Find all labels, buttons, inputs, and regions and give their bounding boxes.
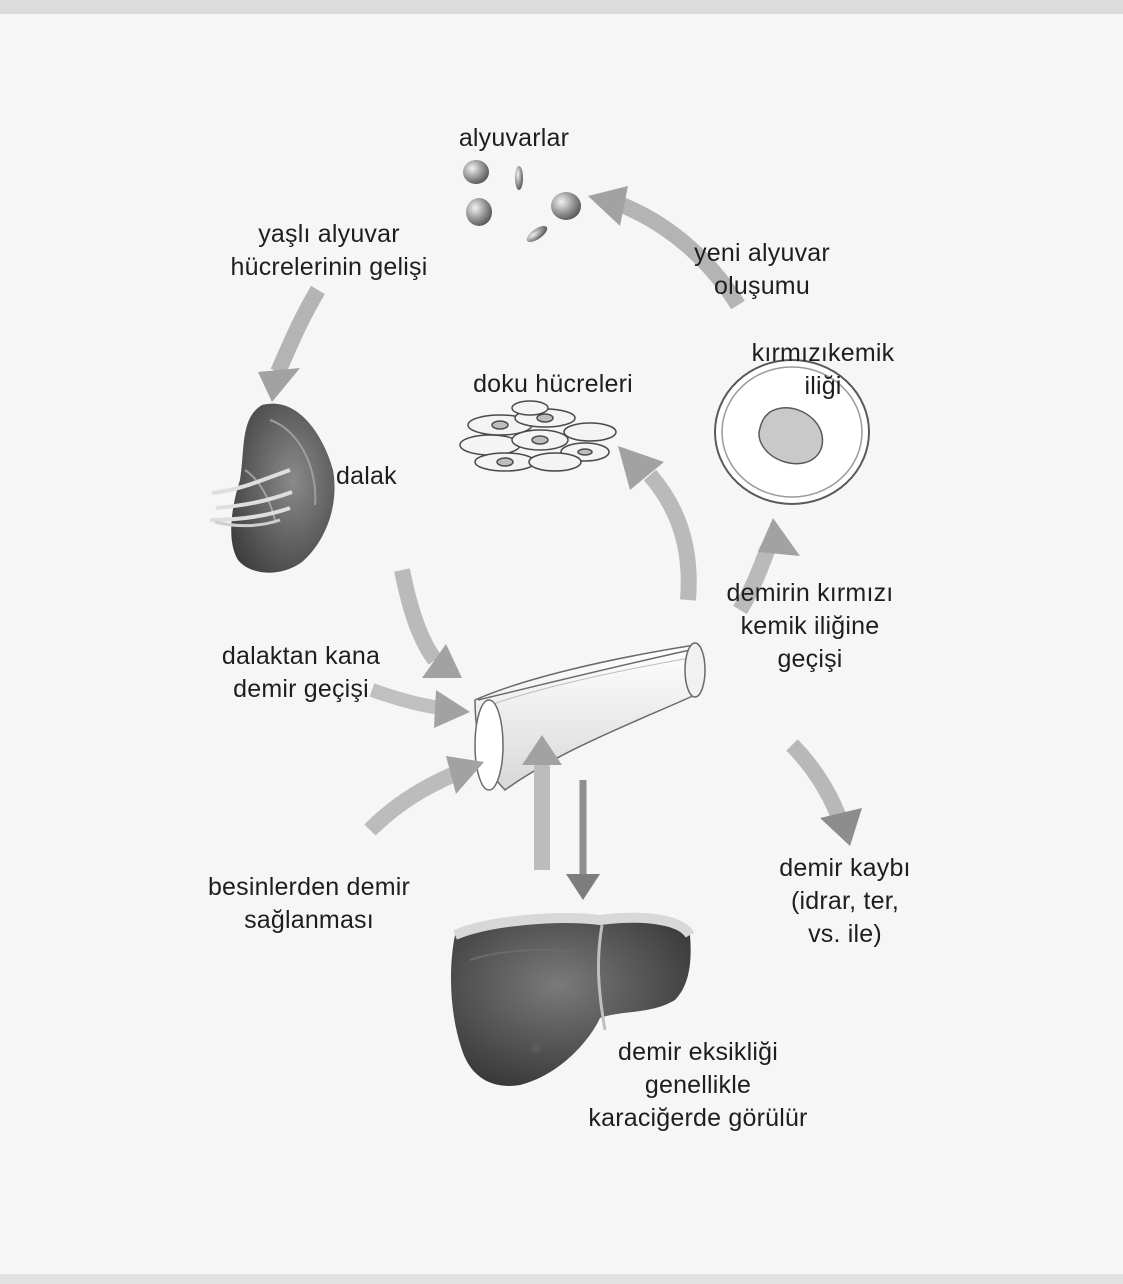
label-spleen: dalak [336,460,436,493]
arrow-old-cells-to-spleen [258,290,318,402]
red-blood-cell [463,160,489,184]
red-blood-cell [551,192,581,220]
arrow-to-tissue-cells [618,446,689,600]
arrow-vessel-to-liver [566,780,600,900]
arrow-diet-iron-supply [370,756,484,830]
label-red-bone-marrow: kırmızıkemik iliği [720,337,926,403]
label-tissue-cells: doku hücreleri [440,368,666,401]
label-iron-loss: demir kaybı (idrar, ter, vs. ile) [744,852,946,951]
tissue-cells-illustration [460,401,616,471]
label-iron-to-bone-marrow: demirin kırmızı kemik iliğine geçişi [692,577,928,676]
red-blood-cells-illustration [463,160,581,245]
arrow-spleen-to-vessel [402,570,462,678]
blood-vessel-illustration [475,643,705,790]
spleen-illustration [210,404,335,573]
label-liver-iron-deficiency: demir eksikliği genellikle karaciğerde g… [540,1036,856,1135]
label-old-cells-arrival: yaşlı alyuvar hücrelerinin gelişi [198,218,460,284]
label-red-blood-cells: alyuvarlar [428,122,600,155]
label-dietary-iron: besinlerden demir sağlanması [168,871,450,937]
label-new-cell-formation: yeni alyuvar oluşumu [664,237,860,303]
red-blood-cell [515,166,523,190]
arrow-iron-loss [792,745,862,846]
red-blood-cell [524,223,549,245]
red-blood-cell [466,198,492,226]
label-iron-from-spleen-to-blood: dalaktan kana demir geçişi [192,640,410,706]
